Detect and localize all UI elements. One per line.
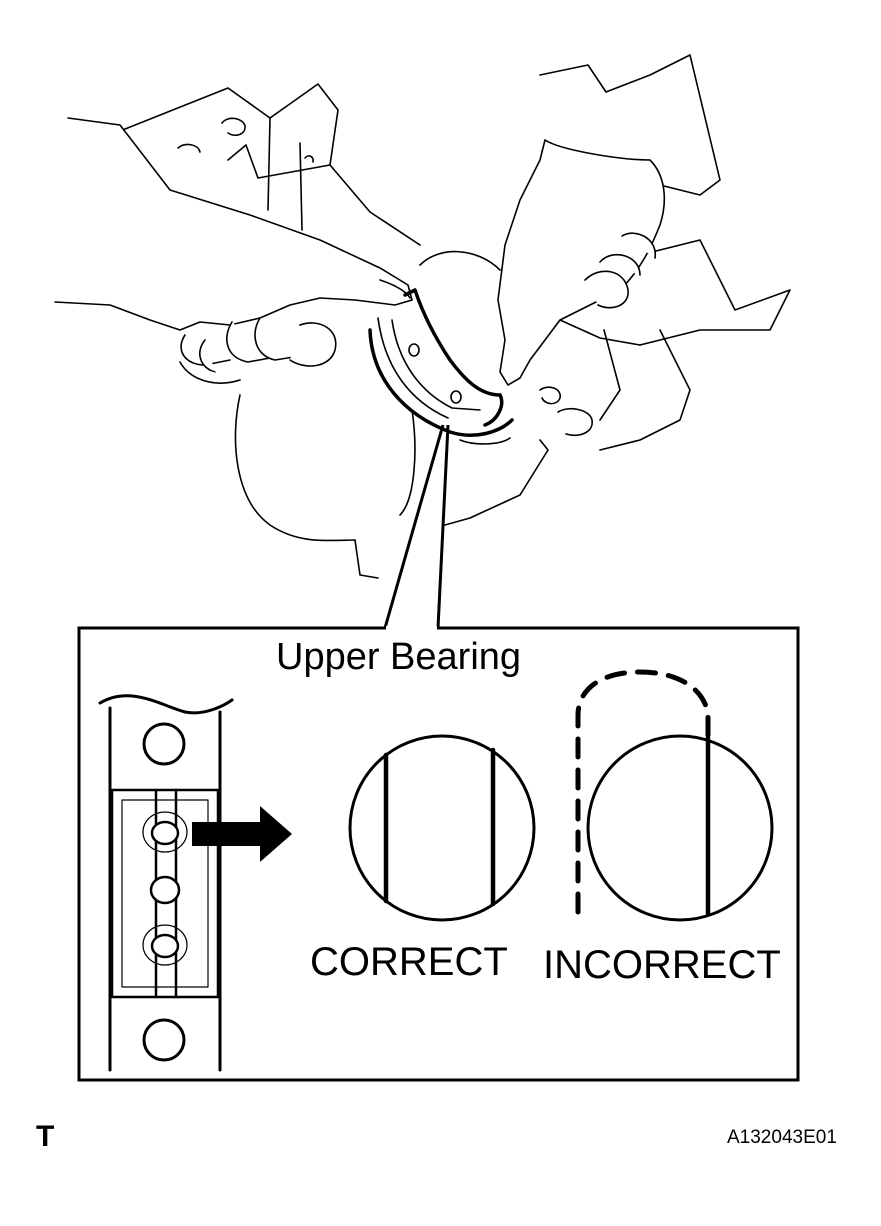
upper-bearing-label: Upper Bearing [276,636,522,678]
left-hand-illustration [54,117,413,384]
arrow-right-icon [192,806,292,862]
correct-label: CORRECT [310,940,508,984]
detail-box [77,626,800,1082]
upper-bearing-shell [368,250,514,445]
incorrect-view [575,669,774,922]
callout-leader [383,424,450,629]
block-strip-illustration [98,694,234,1072]
engine-block-illustration [109,54,791,579]
figure-code: A132043E01 [727,1127,837,1148]
correct-view [348,734,536,922]
corner-mark: T [36,1120,55,1153]
incorrect-label: INCORRECT [543,943,781,987]
right-hand-illustration [497,139,666,386]
